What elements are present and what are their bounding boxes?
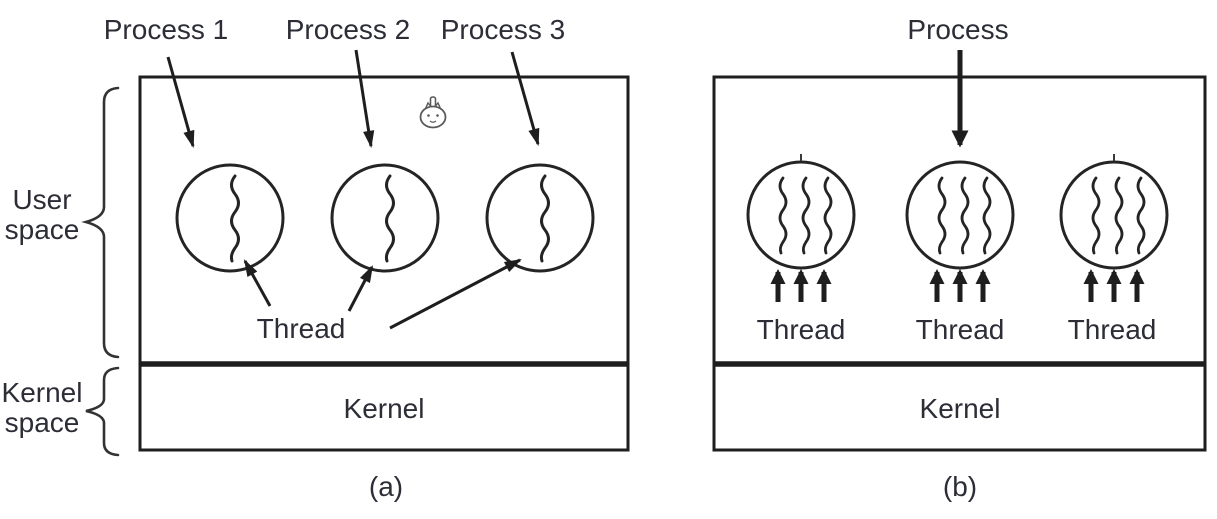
process-circle-a1 [175, 163, 285, 273]
process-circle-a3 [485, 163, 595, 273]
process-label-b: Process [907, 14, 1009, 45]
panel-a [138, 49, 630, 452]
thread-label-b2: Thread [915, 314, 1005, 345]
panel-a-box [138, 75, 630, 452]
process-circle-b3 [1059, 160, 1169, 270]
kernel-label-b: Kernel [919, 393, 1001, 424]
kernel-space-brace [85, 366, 120, 457]
thread-arrow-a1 [243, 259, 272, 307]
process-2-label: Process 2 [285, 14, 411, 45]
panel-b [712, 50, 1207, 452]
process-circle-b1 [746, 160, 856, 270]
cursor-sprite-icon [419, 96, 447, 129]
thread-label-a: Thread [256, 313, 346, 344]
thread-squiggles-b [778, 176, 1146, 255]
thread-arrow-a3 [389, 258, 522, 330]
process-circle-a2 [330, 163, 440, 273]
kernel-space-label: Kernel space [1, 377, 83, 438]
caption-b: (b) [942, 471, 978, 502]
thread-label-b1: Thread [756, 314, 846, 345]
thread-label-b3: Thread [1067, 314, 1157, 345]
kernel-label-a: Kernel [343, 393, 425, 424]
process-arrow-a1 [166, 56, 195, 149]
process-1-label: Process 1 [103, 14, 229, 45]
process-arrow-a2 [354, 49, 375, 149]
process-circle-b2 [905, 160, 1015, 270]
thread-arrow-a2 [347, 265, 374, 312]
user-space-brace [81, 86, 120, 359]
thread-squiggle-a3 [539, 174, 550, 263]
thread-squiggle-a2 [384, 174, 395, 263]
thread-squiggle-a1 [229, 174, 240, 263]
thread-up-arrows-b [770, 269, 1145, 302]
process-3-label: Process 3 [440, 14, 566, 45]
user-space-label: User space [4, 184, 80, 245]
caption-a: (a) [368, 471, 404, 502]
process-arrow-a3 [510, 51, 540, 147]
